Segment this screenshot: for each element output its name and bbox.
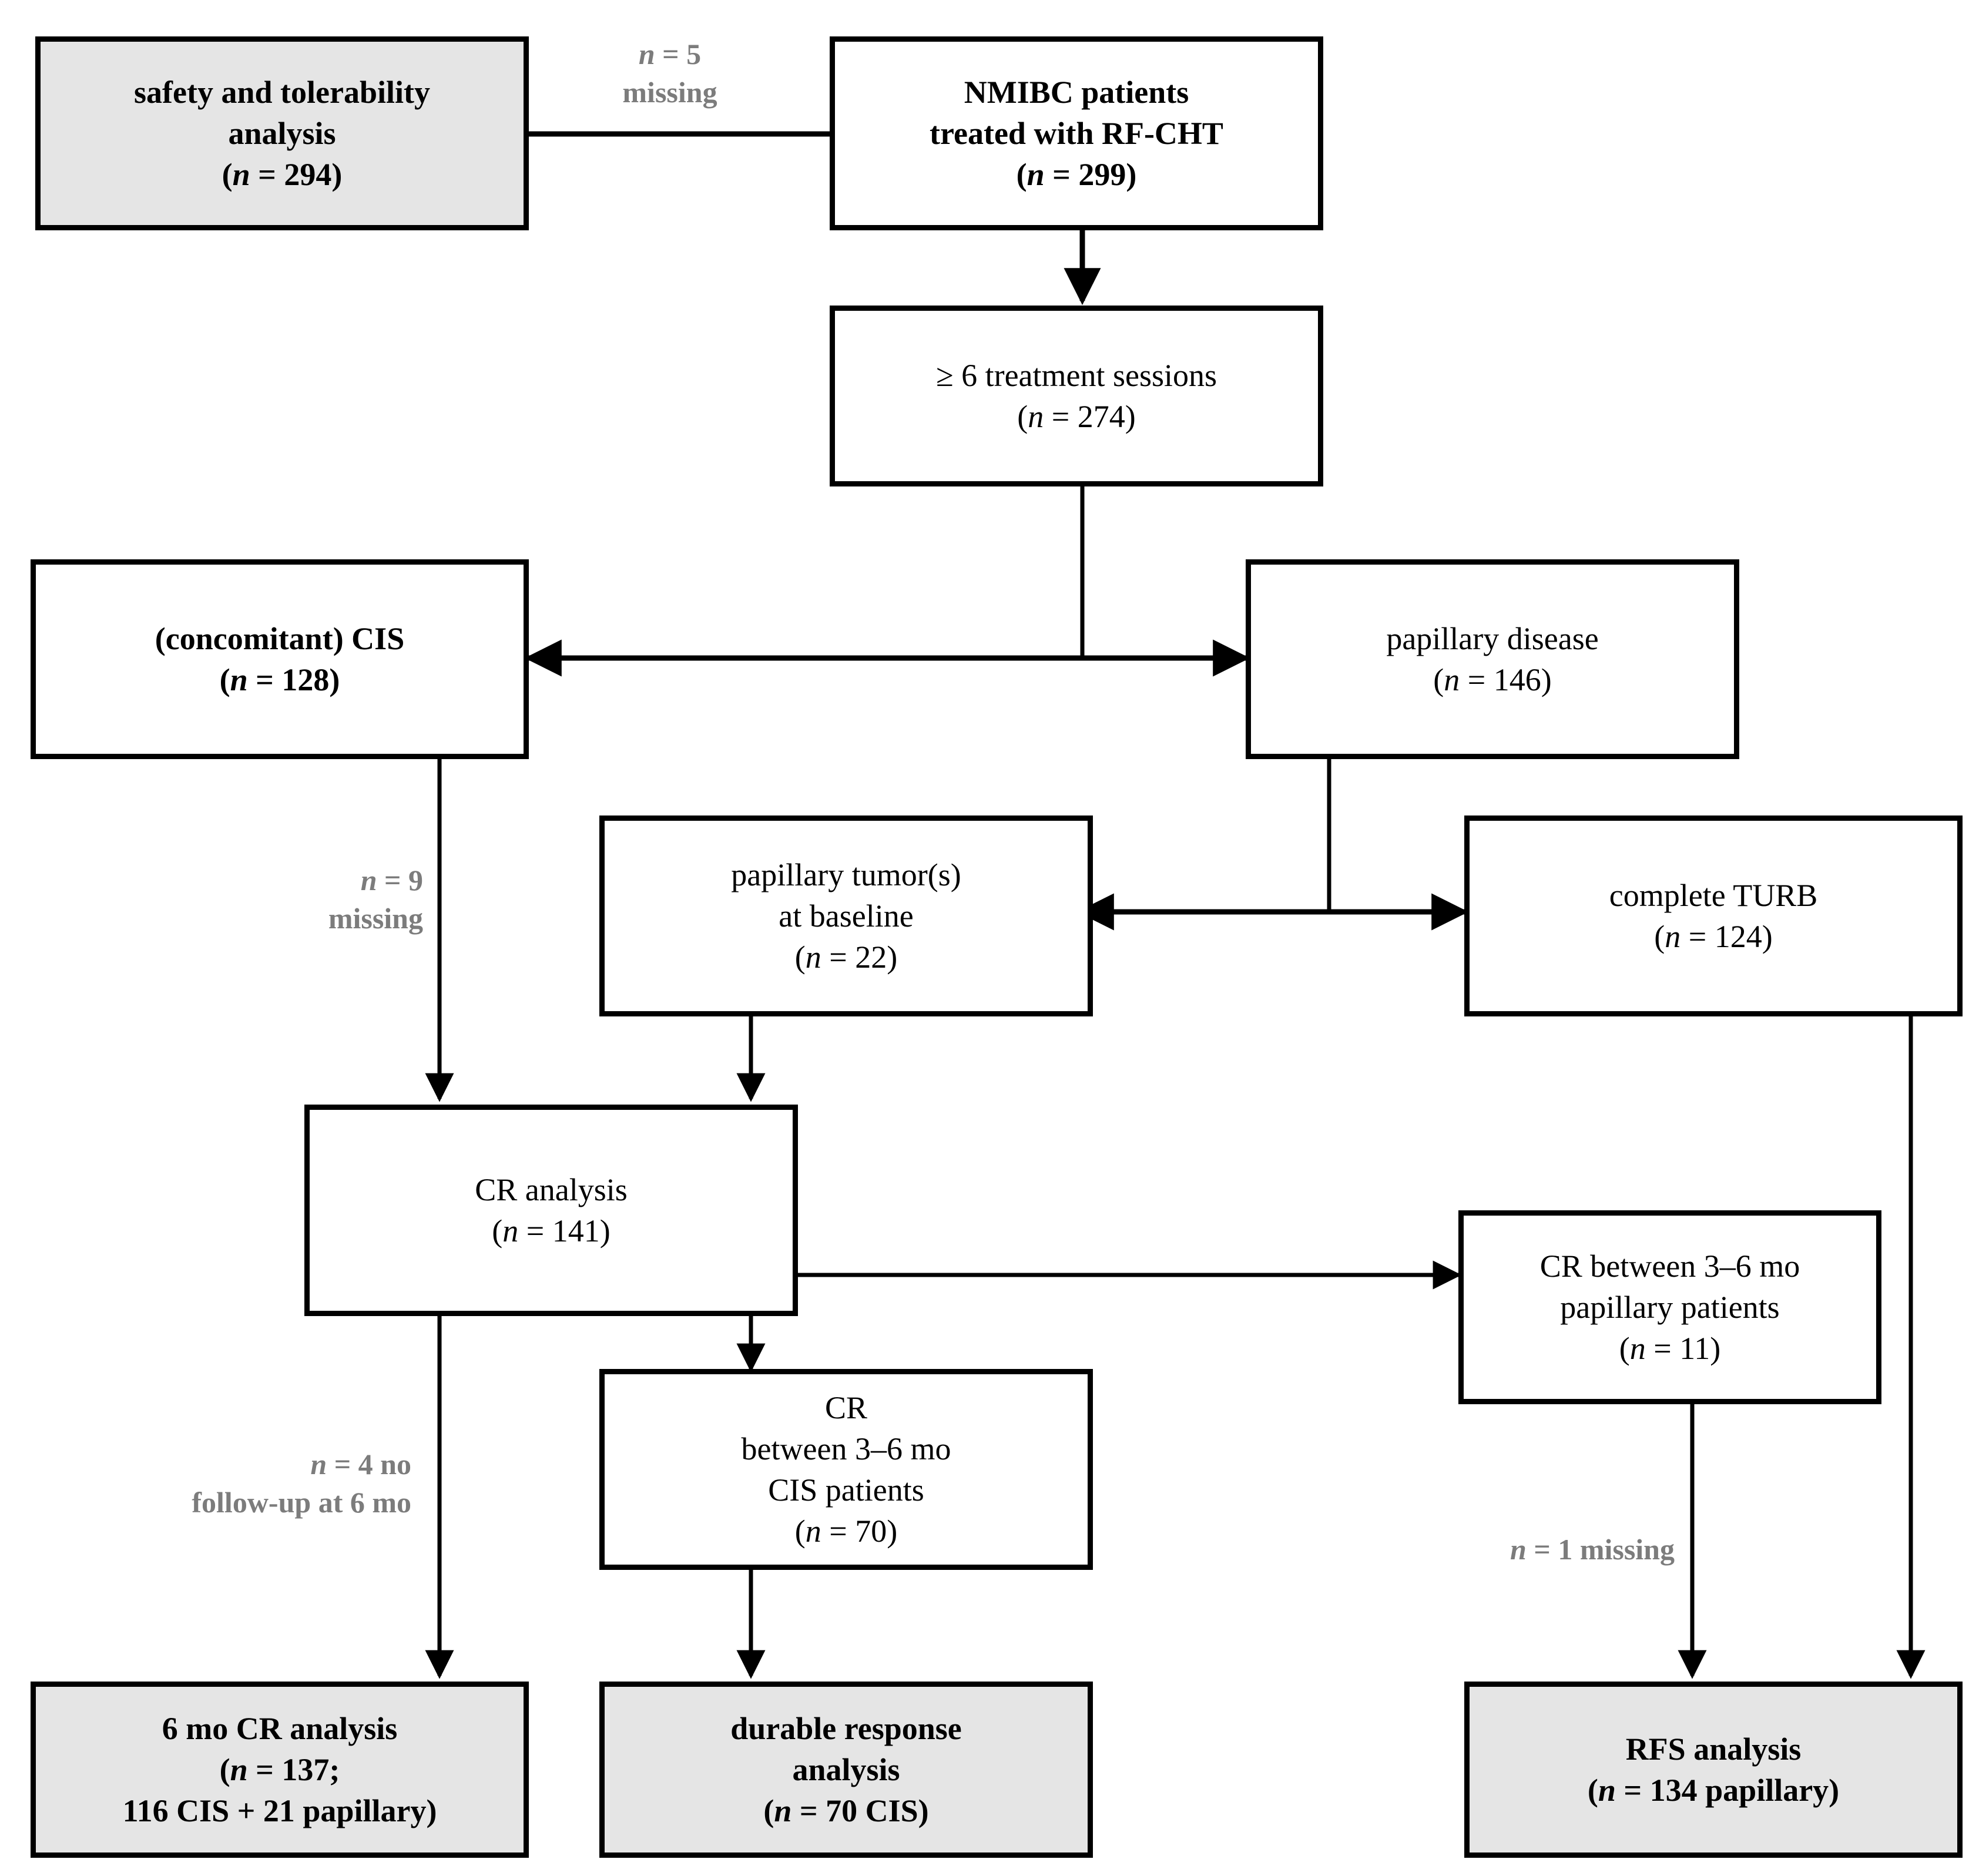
node-line: analysis bbox=[228, 115, 336, 151]
node-count: (n = 134 papillary) bbox=[1587, 1773, 1840, 1808]
node-line: CR bbox=[824, 1390, 868, 1425]
node-count: (n = 11) bbox=[1619, 1331, 1721, 1367]
node-line: treated with RF-CHT bbox=[930, 115, 1223, 151]
edge-label-line: n = 4 no bbox=[310, 1448, 411, 1481]
node-count: (n = 128) bbox=[219, 662, 340, 697]
node-six-month-cr-analysis: 6 mo CR analysis (n = 137; 116 CIS + 21 … bbox=[31, 1682, 529, 1858]
node-line: ≥ 6 treatment sessions bbox=[935, 357, 1217, 393]
node-line: 6 mo CR analysis bbox=[162, 1710, 398, 1746]
edge-label-line: missing bbox=[328, 902, 423, 935]
node-count: (n = 146) bbox=[1433, 662, 1552, 697]
node-nmibc-patients: NMIBC patients treated with RF-CHT (n = … bbox=[830, 36, 1323, 230]
edge-label-line: follow-up at 6 mo bbox=[192, 1486, 411, 1519]
node-papillary-disease: papillary disease (n = 146) bbox=[1246, 559, 1739, 759]
node-treatment-sessions: ≥ 6 treatment sessions (n = 274) bbox=[830, 306, 1323, 486]
node-durable-response-analysis: durable response analysis (n = 70 CIS) bbox=[599, 1682, 1093, 1858]
edge-label-line: missing bbox=[622, 76, 717, 109]
node-line: complete TURB bbox=[1609, 877, 1818, 913]
node-count: (n = 22) bbox=[794, 939, 898, 975]
node-rfs-analysis: RFS analysis (n = 134 papillary) bbox=[1464, 1682, 1963, 1858]
node-line: CR analysis bbox=[475, 1172, 628, 1207]
node-count: (n = 274) bbox=[1017, 399, 1136, 434]
node-cr-cis-patients: CR between 3–6 mo CIS patients (n = 70) bbox=[599, 1369, 1093, 1570]
node-count: (n = 124) bbox=[1654, 919, 1773, 954]
node-line: papillary disease bbox=[1386, 620, 1599, 656]
node-complete-turb: complete TURB (n = 124) bbox=[1464, 815, 1963, 1016]
node-line: CIS patients bbox=[768, 1472, 924, 1508]
node-line: 116 CIS + 21 papillary) bbox=[122, 1793, 437, 1829]
node-cr-analysis: CR analysis (n = 141) bbox=[304, 1105, 798, 1316]
edge-label-line: n = 5 bbox=[638, 38, 702, 71]
node-line: safety and tolerability bbox=[134, 74, 430, 110]
node-count: (n = 70 CIS) bbox=[763, 1793, 929, 1829]
edge-label-no-followup-4: n = 4 no follow-up at 6 mo bbox=[59, 1445, 411, 1522]
node-line: papillary tumor(s) bbox=[731, 857, 961, 892]
node-count: (n = 141) bbox=[492, 1213, 611, 1249]
node-line: at baseline bbox=[779, 898, 914, 934]
node-safety-tolerability: safety and tolerability analysis (n = 29… bbox=[35, 36, 529, 230]
edge-label-missing-1: n = 1 missing bbox=[1381, 1531, 1675, 1569]
node-cr-papillary-patients: CR between 3–6 mo papillary patients (n … bbox=[1458, 1210, 1881, 1404]
edge-label-missing-5: n = 5 missing bbox=[576, 35, 764, 112]
node-count: (n = 294) bbox=[222, 157, 343, 193]
node-line: (concomitant) CIS bbox=[155, 620, 405, 656]
node-count: (n = 137; bbox=[219, 1751, 340, 1787]
node-line: between 3–6 mo bbox=[741, 1431, 951, 1466]
node-concomitant-cis: (concomitant) CIS (n = 128) bbox=[31, 559, 529, 759]
edge-label-line: n = 1 missing bbox=[1510, 1533, 1675, 1566]
node-count: (n = 70) bbox=[794, 1513, 898, 1549]
node-line: durable response bbox=[730, 1710, 962, 1746]
node-count: (n = 299) bbox=[1016, 157, 1137, 193]
node-papillary-tumors-baseline: papillary tumor(s) at baseline (n = 22) bbox=[599, 815, 1093, 1016]
node-line: CR between 3–6 mo bbox=[1539, 1248, 1800, 1284]
node-line: analysis bbox=[792, 1751, 900, 1787]
edge-label-line: n = 9 bbox=[360, 864, 423, 897]
node-line: RFS analysis bbox=[1625, 1731, 1802, 1767]
node-line: papillary patients bbox=[1560, 1289, 1780, 1325]
edge-label-missing-9: n = 9 missing bbox=[247, 861, 423, 938]
node-line: NMIBC patients bbox=[964, 74, 1189, 110]
